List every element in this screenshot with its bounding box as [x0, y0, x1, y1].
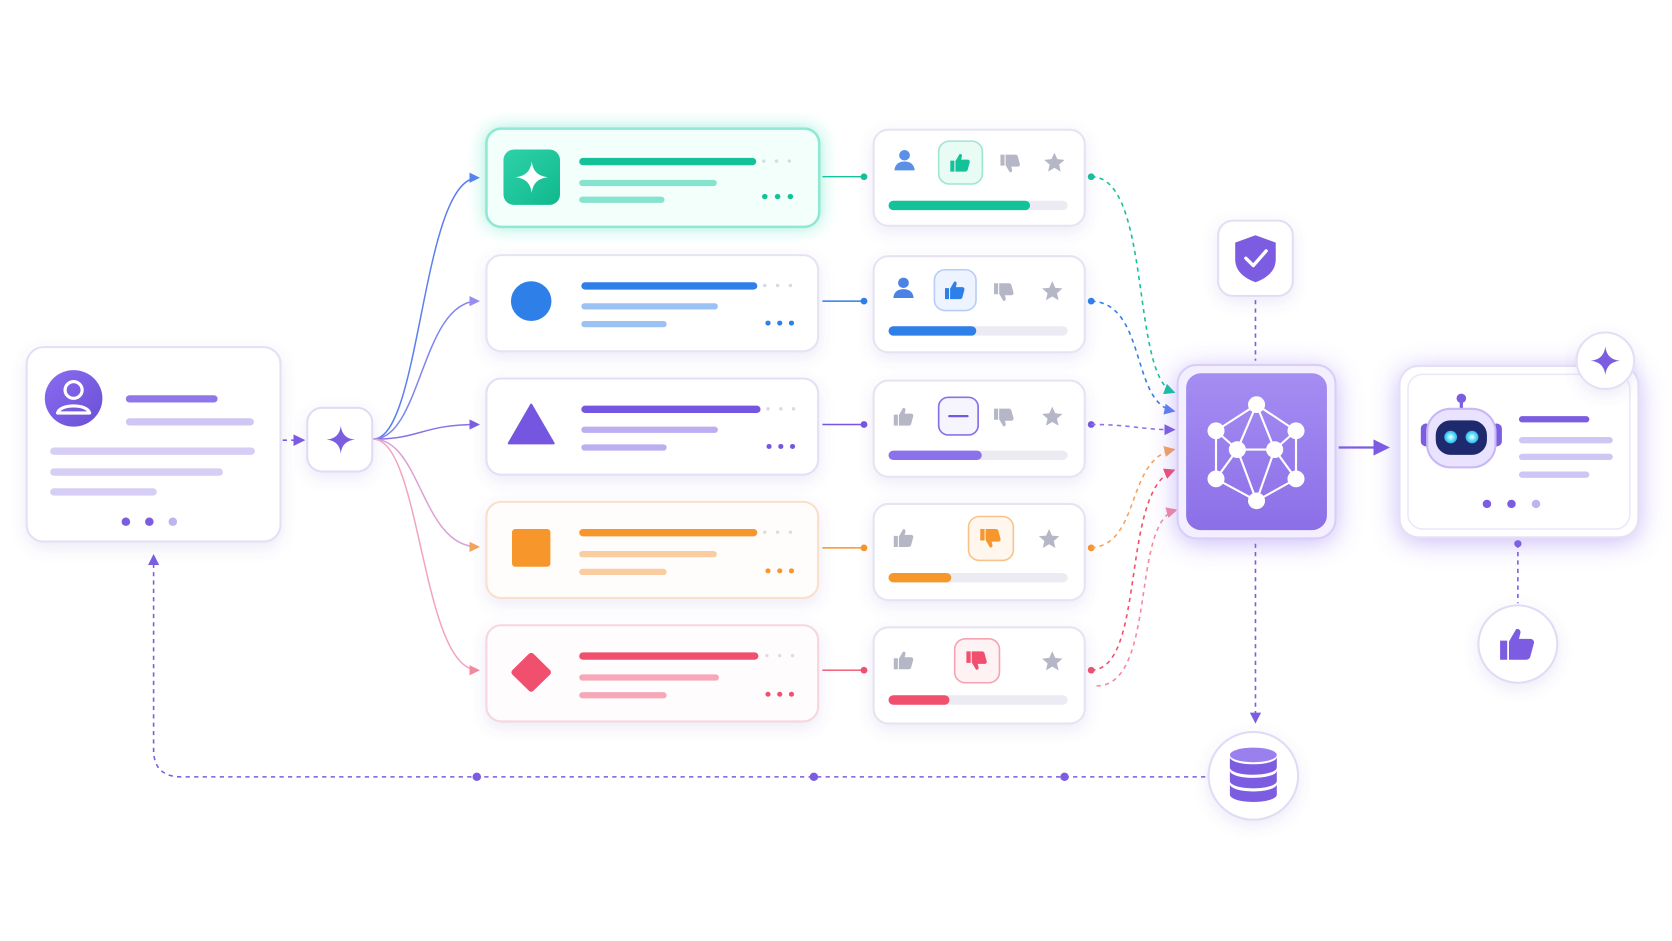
- database-icon: [1229, 747, 1277, 802]
- connector-agent-to-approval: [1514, 540, 1522, 604]
- rating-card-blue: [872, 255, 1086, 354]
- neural-network-icon: [1207, 396, 1305, 510]
- connectors: [148, 172, 1522, 782]
- user-card: [25, 346, 282, 543]
- connector-fanout-to-orange: [373, 438, 480, 552]
- triangle-shape-icon: [507, 403, 555, 445]
- rating-card-purple: [872, 379, 1086, 478]
- model-node[interactable]: [1176, 363, 1337, 540]
- thumbs-down-icon[interactable]: [953, 638, 1001, 684]
- agent-card[interactable]: [1398, 364, 1640, 539]
- score-bar-purple: [888, 450, 982, 461]
- safety-node[interactable]: [1217, 219, 1294, 297]
- connector-fanout-to-teal: [373, 172, 480, 440]
- shield-check-icon: [1235, 235, 1276, 283]
- connector-rating-to-model-purple: [1087, 421, 1176, 436]
- response-card-blue[interactable]: [485, 254, 820, 353]
- connector-fanout-to-red: [373, 438, 480, 676]
- diamond-shape-icon: [511, 652, 551, 692]
- score-bar-blue: [888, 326, 977, 336]
- square-shape-icon: [512, 529, 551, 567]
- score-bar-red: [888, 695, 950, 705]
- robot-icon: [1420, 393, 1502, 469]
- score-bar-orange: [888, 572, 952, 583]
- connector-database-loop: [148, 554, 1206, 782]
- connector-rating-to-model-teal: [1087, 173, 1176, 395]
- score-bar-teal: [888, 200, 1031, 211]
- connector-response-to-rating-purple: [822, 421, 868, 428]
- fanout-node[interactable]: [306, 406, 374, 473]
- connector-rating-to-model-red: [1087, 468, 1178, 687]
- rating-card-orange: [872, 502, 1086, 602]
- connector-rating-to-model-blue: [1087, 297, 1176, 415]
- circle-shape-icon: [510, 281, 552, 321]
- approval-node[interactable]: [1477, 604, 1559, 684]
- response-card-red[interactable]: [485, 624, 820, 723]
- response-card-orange[interactable]: [485, 500, 820, 600]
- user-avatar-icon: [44, 370, 103, 427]
- rating-card-teal: [872, 128, 1086, 227]
- rating-card-red: [872, 626, 1086, 725]
- connector-fanout-to-blue: [373, 296, 480, 440]
- connector-response-to-rating-blue: [822, 297, 868, 305]
- connector-response-to-rating-teal: [822, 173, 868, 181]
- agent-badge: [1575, 331, 1636, 390]
- thumbs-up-icon[interactable]: [933, 268, 977, 312]
- connector-fanout-to-purple: [373, 419, 480, 440]
- response-card-purple[interactable]: [485, 377, 820, 476]
- storage-node[interactable]: [1207, 730, 1300, 821]
- response-card-teal[interactable]: [485, 127, 821, 229]
- connector-response-to-rating-orange: [822, 544, 868, 552]
- thumbs-down-icon[interactable]: [967, 515, 1015, 562]
- minus-icon[interactable]: [937, 396, 979, 436]
- thumbs-up-icon[interactable]: [937, 140, 984, 185]
- connector-rating-to-model-orange: [1087, 446, 1176, 552]
- connector-response-to-rating-red: [822, 666, 868, 674]
